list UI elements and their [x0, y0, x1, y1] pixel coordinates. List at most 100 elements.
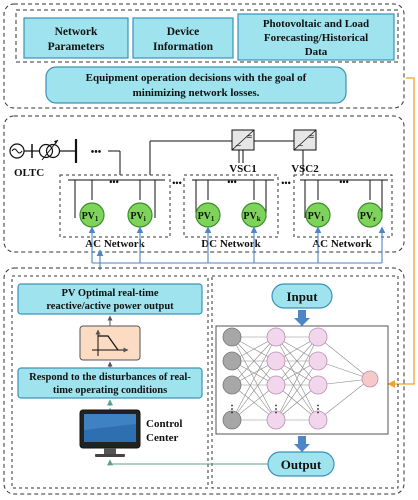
nn-hidden-neuron — [266, 375, 286, 395]
nn-input-neuron — [222, 327, 242, 347]
nn-hidden-neuron — [266, 410, 286, 430]
pv-dc-left: PV1 — [195, 202, 221, 228]
nn-input-neuron — [222, 351, 242, 371]
nn-edge — [231, 336, 277, 386]
network-parameters-box: Network Parameters — [23, 17, 129, 59]
nn-hidden-neuron — [266, 351, 286, 371]
svg-text:=: = — [308, 132, 315, 141]
nn-input-neuron — [222, 375, 242, 395]
dc-network: ••• PV1 PVk DC Network — [183, 174, 279, 250]
ac-network-1-label: AC Network — [85, 238, 145, 250]
droop-curve-icon — [79, 325, 141, 361]
respond-line2: time operating conditions — [53, 385, 167, 396]
nn-edge — [275, 336, 319, 421]
vsc1-converter-icon: = ~ — [231, 129, 255, 163]
nn-hidden-neuron — [308, 410, 328, 430]
nn-hidden-neuron — [266, 327, 286, 347]
monitor-icon — [79, 409, 141, 457]
oltc-label: OLTC — [14, 167, 44, 179]
svg-text:PV1: PV1 — [308, 211, 325, 223]
output-label: Output — [281, 457, 322, 472]
respond-line1: Respond to the disturbances of real- — [29, 372, 191, 383]
nn-edge — [317, 336, 371, 380]
network-parameters-line2: Parameters — [48, 41, 105, 53]
ac1-ellipsis: ••• — [109, 177, 118, 187]
control-center-line2: Center — [146, 432, 178, 444]
nn-edge — [231, 336, 277, 421]
input-box: Input — [271, 283, 333, 309]
svg-text:PVr: PVr — [360, 211, 376, 223]
ac-network-2: ••• PV1 PVr AC Network — [293, 174, 393, 250]
forecasting-line2: Forecasting/Historical — [264, 32, 368, 44]
nn-hidden-neuron — [308, 375, 328, 395]
nn-input-ellipsis: ⋮ — [227, 404, 237, 415]
control-center-line1: Control — [146, 418, 182, 430]
respond-box: Respond to the disturbances of real- tim… — [17, 367, 203, 399]
output-to-center-connector — [107, 459, 268, 466]
decision-line1: Equipment operation decisions with the g… — [86, 72, 307, 84]
feedback-arrow — [387, 77, 415, 388]
svg-text:PVk: PVk — [243, 211, 260, 223]
nn-output-neuron — [361, 370, 379, 388]
bottom-section: PV Optimal real-time reactive/active pow… — [3, 267, 405, 495]
pv-ac2-left: PV1 — [305, 202, 331, 228]
nn-edge — [275, 360, 319, 421]
nn-edge — [275, 336, 319, 386]
ac-network-1: ••• PV1 PVi AC Network — [59, 174, 171, 250]
vsc2-converter-icon: = ~ — [293, 129, 317, 151]
pv-output-line2: reactive/active power output — [46, 301, 174, 312]
pv-command-arrows — [88, 226, 386, 270]
svg-text:PV1: PV1 — [82, 211, 99, 223]
forecasting-line3: Data — [305, 46, 328, 58]
svg-text:=: = — [246, 132, 253, 141]
top-section: Network Parameters Device Information Ph… — [3, 3, 405, 109]
network-parameters-line1: Network — [55, 26, 98, 38]
vsc1-label: VSC1 — [229, 163, 257, 175]
nn-hidden2-ellipsis: ⋮ — [313, 404, 323, 415]
pv-ac2-right: PVr — [357, 202, 383, 228]
pv-output-box: PV Optimal real-time reactive/active pow… — [17, 283, 203, 315]
svg-text:~: ~ — [235, 141, 242, 150]
svg-text:PVi: PVi — [130, 211, 145, 223]
svg-text:~: ~ — [297, 141, 304, 150]
pv-ac1-right: PVi — [127, 202, 153, 228]
pv-output-line1: PV Optimal real-time — [61, 288, 158, 299]
dc-ellipsis: ••• — [227, 177, 236, 187]
top-section-frame — [3, 3, 405, 109]
between-networks-ellipsis-2: ••• — [281, 178, 290, 188]
nn-edge — [231, 360, 277, 421]
ac2-ellipsis: ••• — [339, 177, 348, 187]
device-information-line2: Information — [153, 41, 214, 53]
input-label: Input — [286, 289, 318, 304]
control-panel-frame — [11, 275, 209, 489]
nn-input-neuron — [222, 410, 242, 430]
oltc-transformer-icon — [9, 139, 76, 161]
dc-network-label: DC Network — [201, 238, 261, 250]
ac-network-2-label: AC Network — [312, 238, 372, 250]
svg-text:PV1: PV1 — [198, 211, 215, 223]
nn-edge — [317, 378, 371, 421]
bottom-section-frame — [3, 267, 405, 495]
device-information-box: Device Information — [132, 17, 234, 59]
bus-ellipsis: ••• — [91, 147, 102, 158]
forecasting-line1: Photovoltaic and Load — [263, 18, 369, 30]
neural-network-frame — [211, 275, 399, 489]
decision-box: Equipment operation decisions with the g… — [45, 66, 347, 104]
nn-hidden-neuron — [308, 327, 328, 347]
pv-ac1-left: PV1 — [79, 202, 105, 228]
forecasting-data-box: Photovoltaic and Load Forecasting/Histor… — [237, 13, 395, 61]
output-box: Output — [267, 451, 335, 477]
nn-hidden-neuron — [308, 351, 328, 371]
neural-network-nodes — [222, 327, 379, 430]
pv-dc-right: PVk — [241, 202, 267, 228]
decision-line2: minimizing network losses. — [133, 87, 260, 99]
inputs-group-frame — [15, 9, 399, 63]
output-down-arrow — [294, 436, 310, 452]
vsc2-label: VSC2 — [291, 163, 319, 175]
grid-section: OLTC ••• = ~ VSC1 = — [3, 115, 405, 253]
device-information-line1: Device — [167, 26, 200, 38]
nn-hidden1-ellipsis: ⋮ — [271, 404, 281, 415]
between-networks-ellipsis-1: ••• — [172, 178, 181, 188]
input-down-arrow — [294, 310, 310, 326]
grid-section-frame — [3, 115, 405, 253]
